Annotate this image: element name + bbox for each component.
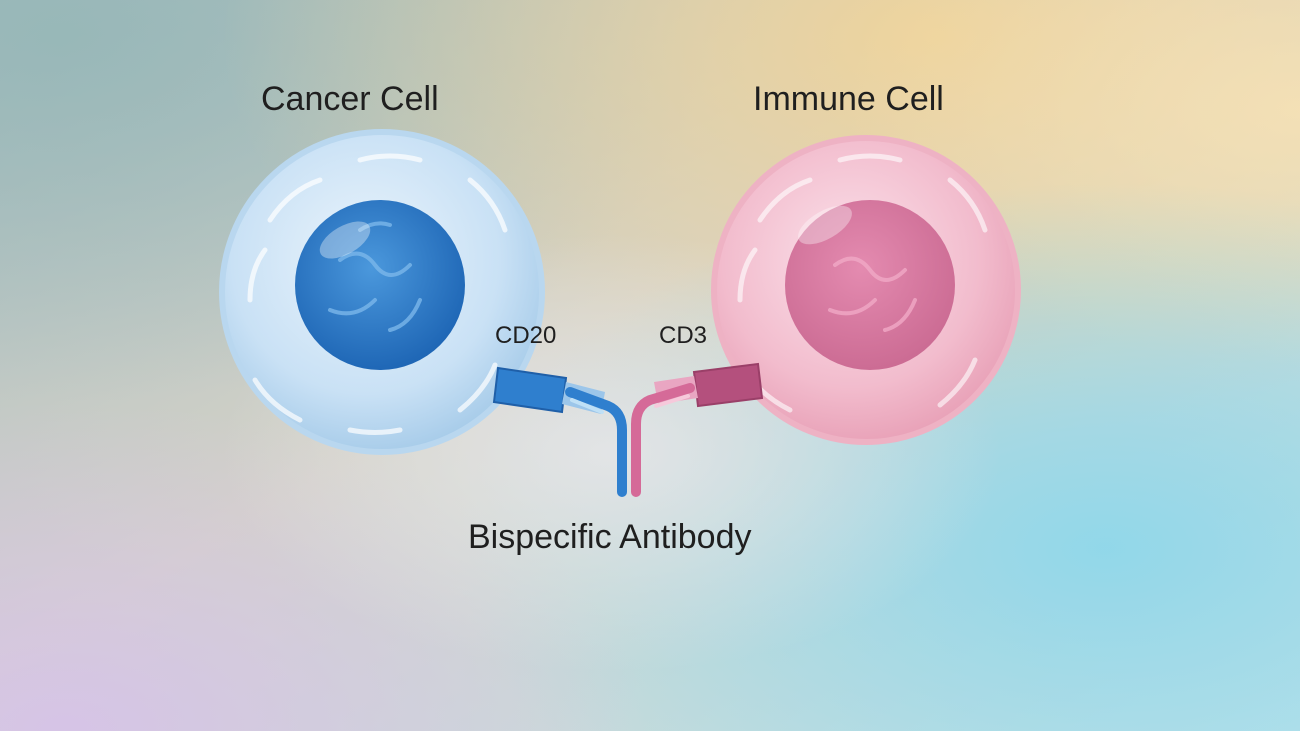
cd20-label: CD20 [495,322,557,349]
bispecific-antibody-label: Bispecific Antibody [468,518,752,556]
immune-cell [711,135,1021,445]
immune-cell-nucleus [785,200,955,370]
cancer-cell-nucleus [295,200,465,370]
immune-cell-label: Immune Cell [753,80,944,118]
cancer-cell [219,129,545,455]
cancer-cell-label: Cancer Cell [261,80,439,118]
cd3-label: CD3 [659,322,708,349]
bispecific-antibody [565,383,695,497]
